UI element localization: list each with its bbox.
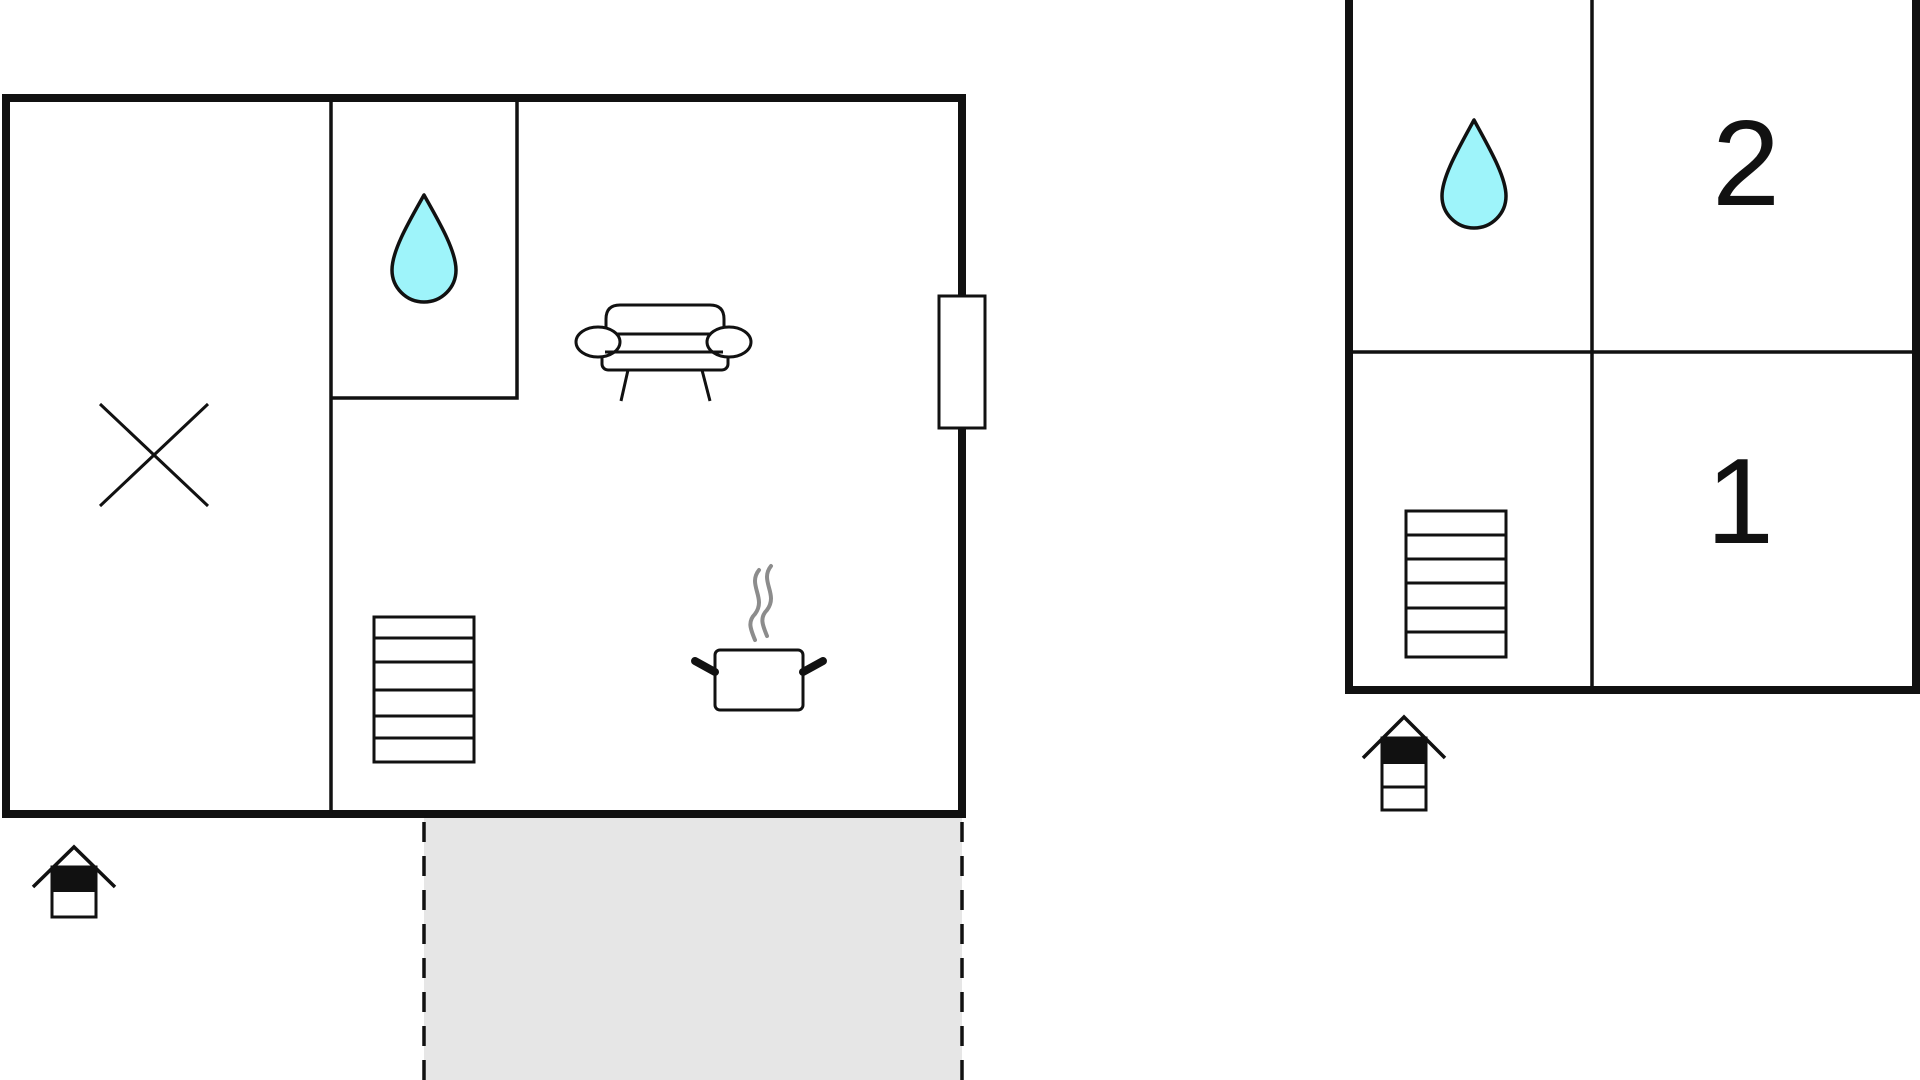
- partition-bathroom: [331, 98, 519, 400]
- water-drop-icon: [390, 193, 458, 304]
- staircase-icon: [1404, 509, 1508, 659]
- cooking-pot-icon: [691, 564, 827, 712]
- staircase-icon: [372, 615, 476, 764]
- sofa-icon: [574, 303, 753, 402]
- ground-floor-outer-wall: [2, 94, 966, 818]
- bedroom-2-label: 2: [1712, 95, 1780, 231]
- cross-icon: [98, 402, 210, 508]
- water-drop-icon: [1440, 118, 1508, 230]
- terrace-area: [422, 818, 964, 1080]
- house-level-upper-icon: [1361, 714, 1447, 812]
- house-level-ground-icon: [31, 844, 117, 919]
- upper-floor-outer-wall: [1345, 0, 1920, 694]
- terrace-fill: [424, 818, 962, 1080]
- window: [937, 294, 987, 430]
- bedroom-1-label: 1: [1706, 433, 1774, 569]
- upper-floor-plan: 2 1: [1345, 0, 1920, 812]
- ground-floor-plan: [2, 94, 987, 1080]
